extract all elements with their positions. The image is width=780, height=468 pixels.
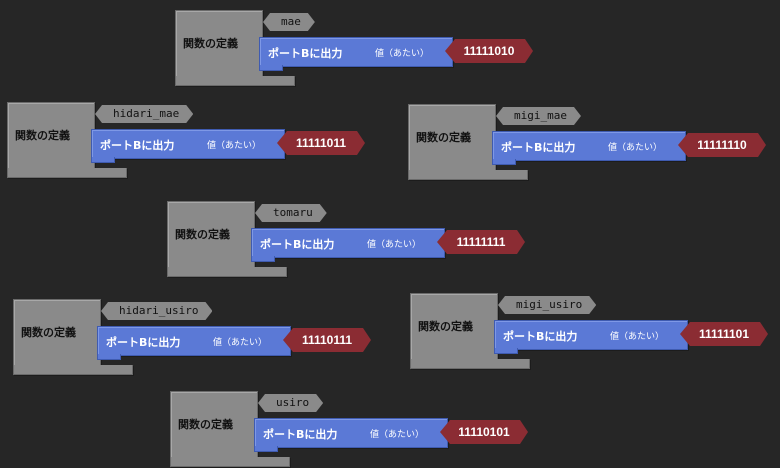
- output-block-label: ポートBに出力: [100, 139, 175, 152]
- definition-block-bottom: [408, 170, 528, 180]
- definition-label: 関数の定義: [175, 228, 230, 241]
- output-block-label: ポートBに出力: [106, 336, 181, 349]
- output-block-label: ポートBに出力: [503, 330, 578, 343]
- definition-block-bottom: [175, 76, 295, 86]
- output-block[interactable]: [91, 129, 285, 159]
- binary-value-block[interactable]: 11111010: [445, 39, 533, 63]
- definition-block-body[interactable]: [170, 391, 258, 459]
- value-input-label: 値（あたい）: [370, 430, 425, 440]
- definition-label: 関数の定義: [178, 418, 233, 431]
- output-block-label: ポートBに出力: [268, 47, 343, 60]
- definition-label: 関数の定義: [15, 129, 70, 142]
- value-input-label: 値（あたい）: [213, 338, 268, 348]
- output-block-notch: [494, 348, 518, 354]
- value-input-label: 値（あたい）: [375, 49, 430, 59]
- binary-value-block[interactable]: 11111101: [680, 322, 768, 346]
- function-definition-hidari-mae[interactable]: 関数の定義 hidari_mae ポートBに出力 値（あたい） 11111011: [7, 102, 367, 178]
- function-name-field[interactable]: migi_mae: [496, 107, 581, 125]
- value-input-label: 値（あたい）: [207, 141, 262, 151]
- output-block-notch: [251, 256, 275, 262]
- output-block[interactable]: [97, 326, 291, 356]
- binary-value-block[interactable]: 11111110: [678, 133, 766, 157]
- output-block-label: ポートBに出力: [263, 428, 338, 441]
- function-definition-usiro[interactable]: 関数の定義 usiro ポートBに出力 値（あたい） 11110101: [170, 391, 530, 467]
- output-block-label: ポートBに出力: [501, 141, 576, 154]
- definition-block-bottom: [410, 359, 530, 369]
- function-name-field[interactable]: migi_usiro: [498, 296, 596, 314]
- value-input-label: 値（あたい）: [608, 143, 663, 153]
- function-name-field[interactable]: mae: [263, 13, 315, 31]
- function-name-field[interactable]: hidari_mae: [95, 105, 193, 123]
- definition-block-bottom: [7, 168, 127, 178]
- output-block[interactable]: [251, 228, 445, 258]
- binary-value-block[interactable]: 11111011: [277, 131, 365, 155]
- definition-block-body[interactable]: [408, 104, 496, 172]
- binary-value-block[interactable]: 11110101: [440, 420, 528, 444]
- binary-value-block[interactable]: 11111111: [437, 230, 525, 254]
- definition-label: 関数の定義: [183, 37, 238, 50]
- function-definition-tomaru[interactable]: 関数の定義 tomaru ポートBに出力 値（あたい） 11111111: [167, 201, 527, 277]
- definition-block-body[interactable]: [167, 201, 255, 269]
- output-block-notch: [97, 354, 121, 360]
- definition-block-body[interactable]: [13, 299, 101, 367]
- function-definition-hidari-usiro[interactable]: 関数の定義 hidari_usiro ポートBに出力 値（あたい） 111101…: [13, 299, 373, 375]
- definition-block-bottom: [170, 457, 290, 467]
- output-block-notch: [254, 446, 278, 452]
- function-definition-mae[interactable]: 関数の定義 mae ポートBに出力 値（あたい） 11111010: [175, 10, 535, 86]
- definition-label: 関数の定義: [418, 320, 473, 333]
- value-input-label: 値（あたい）: [367, 240, 422, 250]
- output-block[interactable]: [494, 320, 688, 350]
- binary-value-block[interactable]: 11110111: [283, 328, 371, 352]
- function-name-field[interactable]: usiro: [258, 394, 323, 412]
- value-input-label: 値（あたい）: [610, 332, 665, 342]
- output-block[interactable]: [259, 37, 453, 67]
- output-block-notch: [492, 159, 516, 165]
- function-definition-migi-usiro[interactable]: 関数の定義 migi_usiro ポートBに出力 値（あたい） 11111101: [410, 293, 770, 369]
- output-block-notch: [91, 157, 115, 163]
- output-block-notch: [259, 65, 283, 71]
- function-definition-migi-mae[interactable]: 関数の定義 migi_mae ポートBに出力 値（あたい） 11111110: [408, 104, 768, 180]
- definition-label: 関数の定義: [21, 326, 76, 339]
- definition-block-bottom: [13, 365, 133, 375]
- definition-block-bottom: [167, 267, 287, 277]
- output-block-label: ポートBに出力: [260, 238, 335, 251]
- output-block[interactable]: [492, 131, 686, 161]
- output-block[interactable]: [254, 418, 448, 448]
- definition-label: 関数の定義: [416, 131, 471, 144]
- definition-block-body[interactable]: [175, 10, 263, 78]
- function-name-field[interactable]: tomaru: [255, 204, 327, 222]
- function-name-field[interactable]: hidari_usiro: [101, 302, 212, 320]
